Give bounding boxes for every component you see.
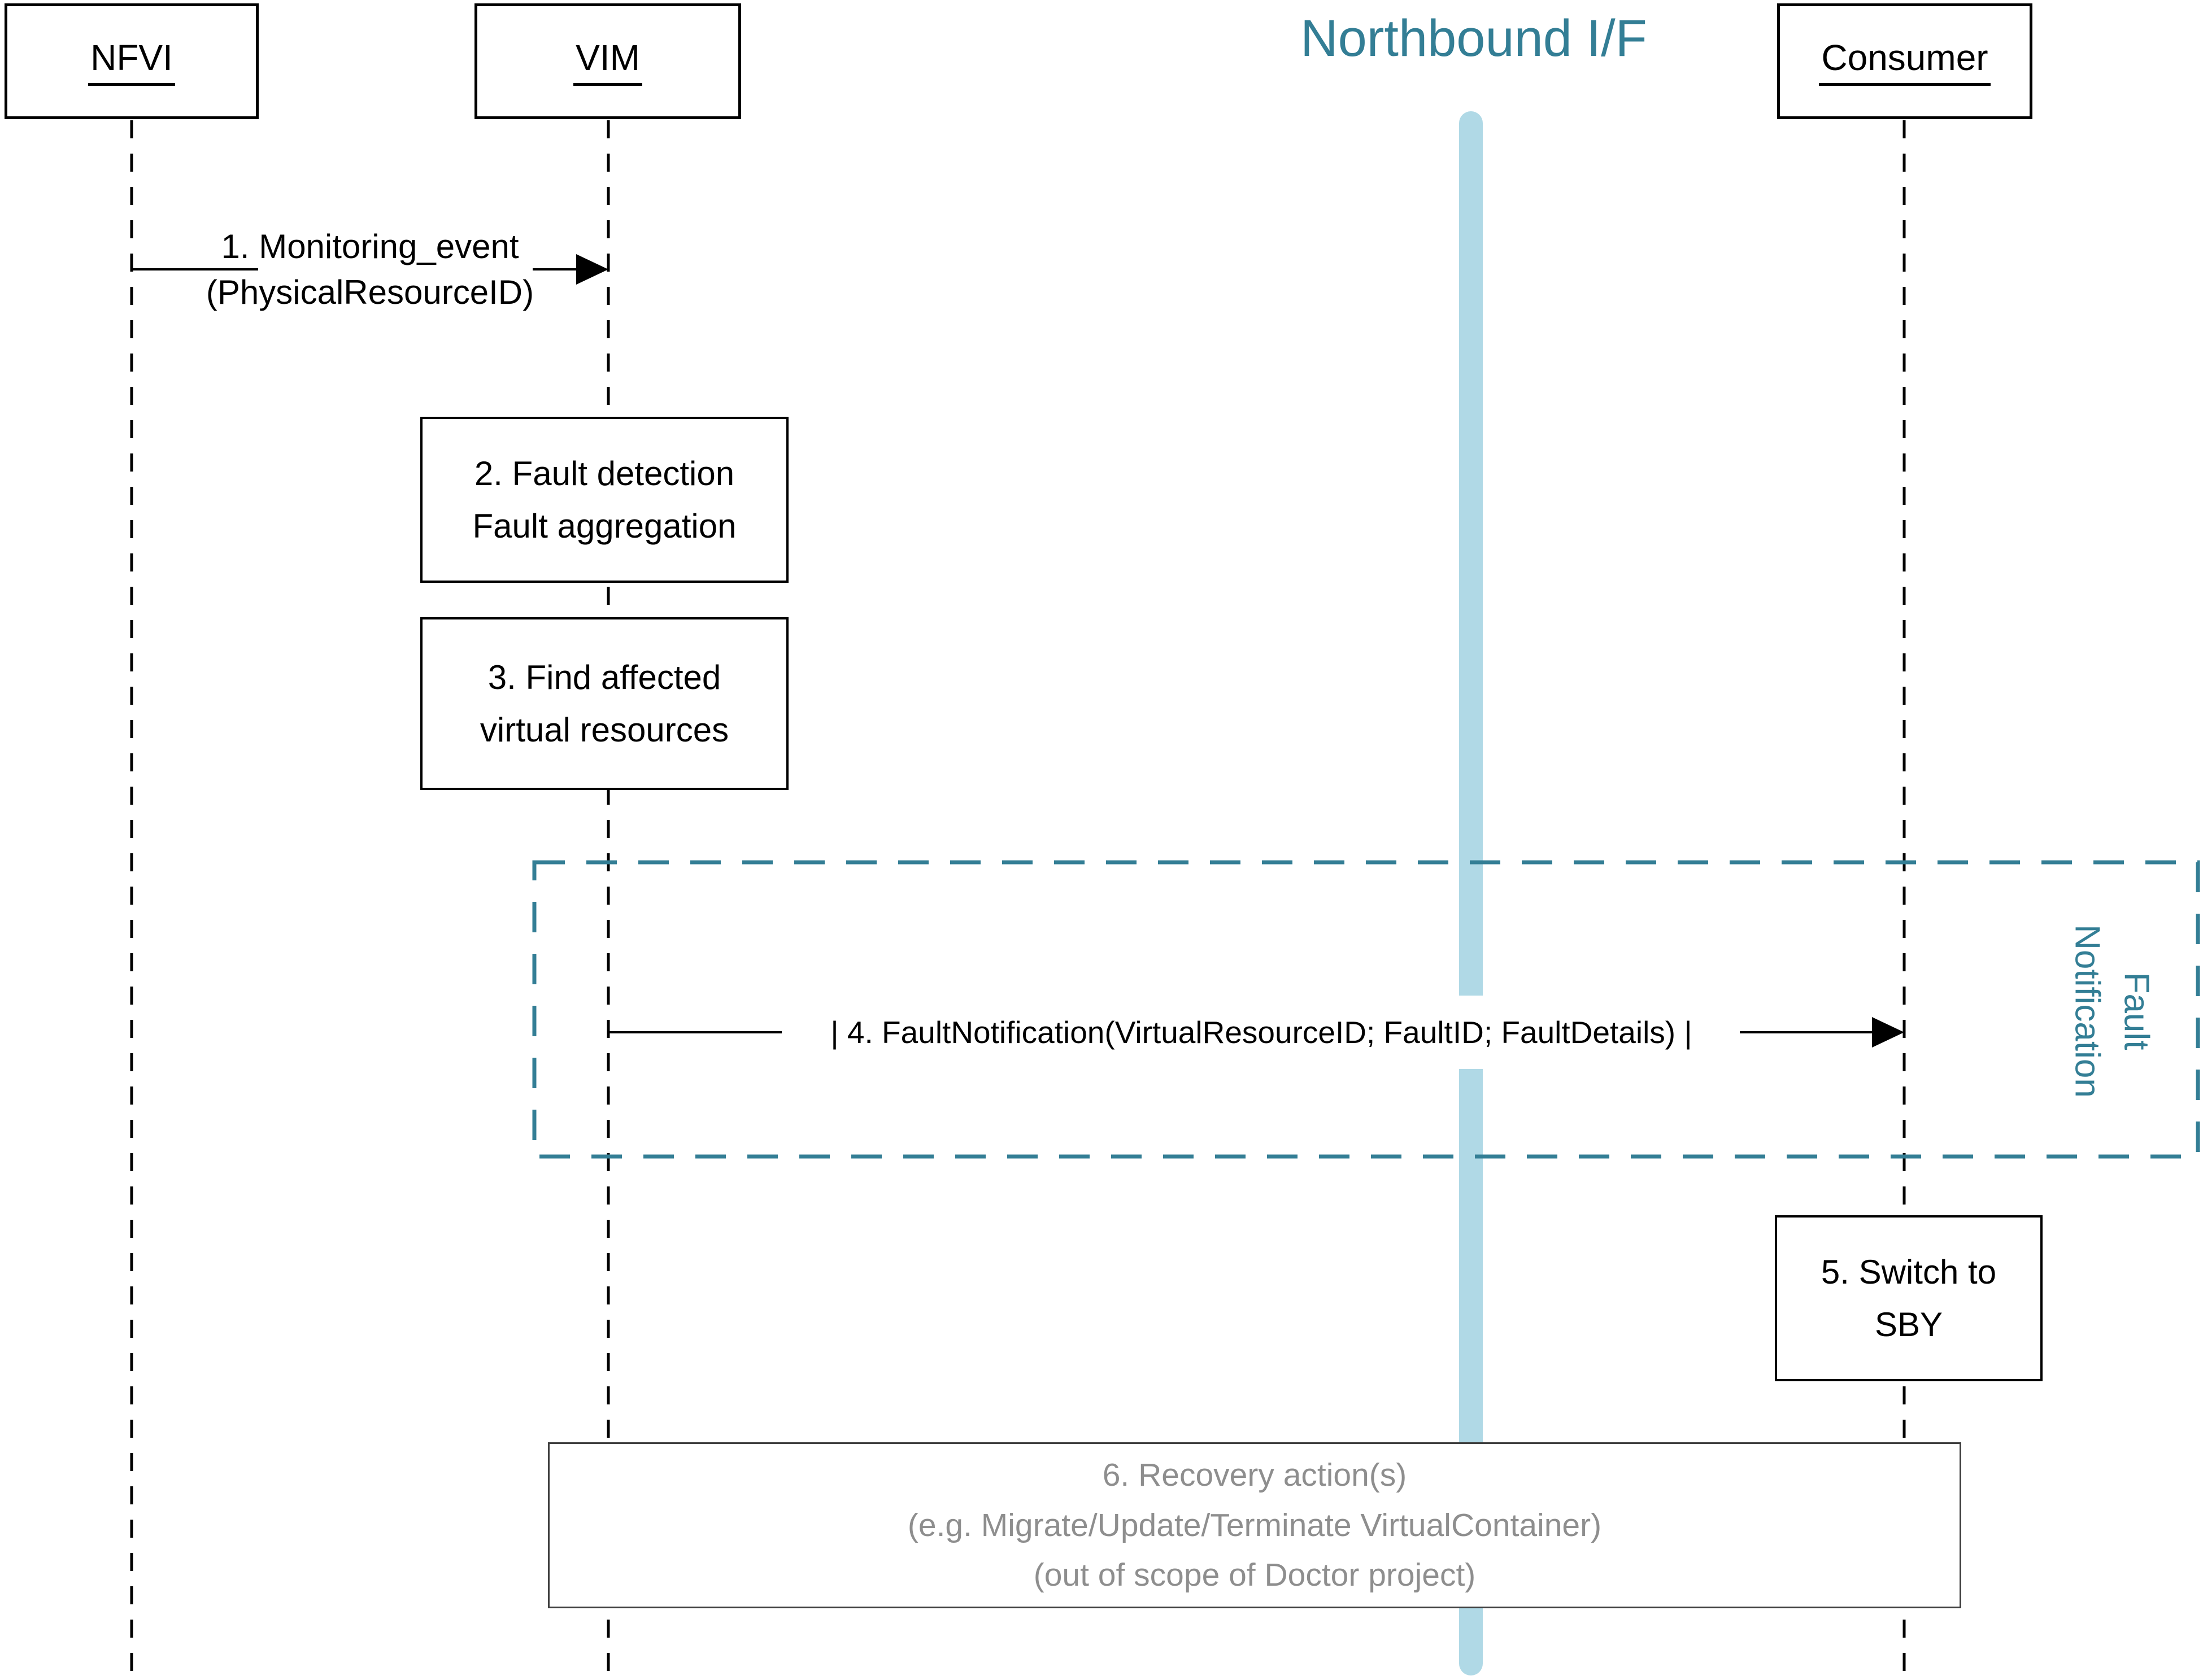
actor-label-consumer: Consumer — [1819, 37, 1991, 86]
activity-6-line2: (e.g. Migrate/Update/Terminate VirtualCo… — [907, 1507, 1602, 1543]
actor-label-nfvi: NFVI — [88, 37, 175, 86]
message-1-arrowhead — [576, 254, 608, 285]
northbound-interface-title: Northbound I/F — [1300, 10, 1647, 67]
frame-label-line2: Notification — [2067, 924, 2107, 1098]
fault-notification-frame — [532, 860, 2200, 1159]
message-4-arrowhead — [1872, 1017, 1904, 1048]
activity-5-line2: SBY — [1874, 1306, 1943, 1343]
fault-notification-frame-label: Fault Notification — [2056, 842, 2161, 1181]
activity-6-line1: 6. Recovery action(s) — [1102, 1457, 1407, 1494]
message-1-label: 1. Monitoring_event (PhysicalResourceID) — [192, 224, 548, 315]
message-4-label: | 4. FaultNotification(VirtualResourceID… — [786, 996, 1736, 1069]
activity-2-line2: Fault aggregation — [472, 507, 737, 545]
activity-3-line2: virtual resources — [480, 711, 729, 749]
activity-box-3-find-affected: 3. Find affected virtual resources — [420, 617, 789, 790]
actor-label-vim: VIM — [573, 37, 642, 86]
activity-box-2-fault-detection: 2. Fault detection Fault aggregation — [420, 417, 789, 583]
activity-box-6-recovery-actions: 6. Recovery action(s) (e.g. Migrate/Upda… — [548, 1442, 1961, 1608]
message-1-label-line2: (PhysicalResourceID) — [206, 273, 534, 311]
activity-box-5-switch-to-sby: 5. Switch to SBY — [1775, 1215, 2043, 1381]
actor-box-vim: VIM — [474, 3, 741, 119]
actor-box-nfvi: NFVI — [5, 3, 259, 119]
activity-3-line1: 3. Find affected — [487, 658, 721, 696]
frame-label-line1: Fault — [2117, 972, 2156, 1050]
activity-2-line1: 2. Fault detection — [474, 455, 735, 492]
message-1-label-line1: 1. Monitoring_event — [221, 228, 519, 265]
activity-6-line3: (out of scope of Doctor project) — [1033, 1557, 1476, 1594]
activity-5-line1: 5. Switch to — [1821, 1253, 1997, 1291]
actor-box-consumer: Consumer — [1777, 3, 2032, 119]
